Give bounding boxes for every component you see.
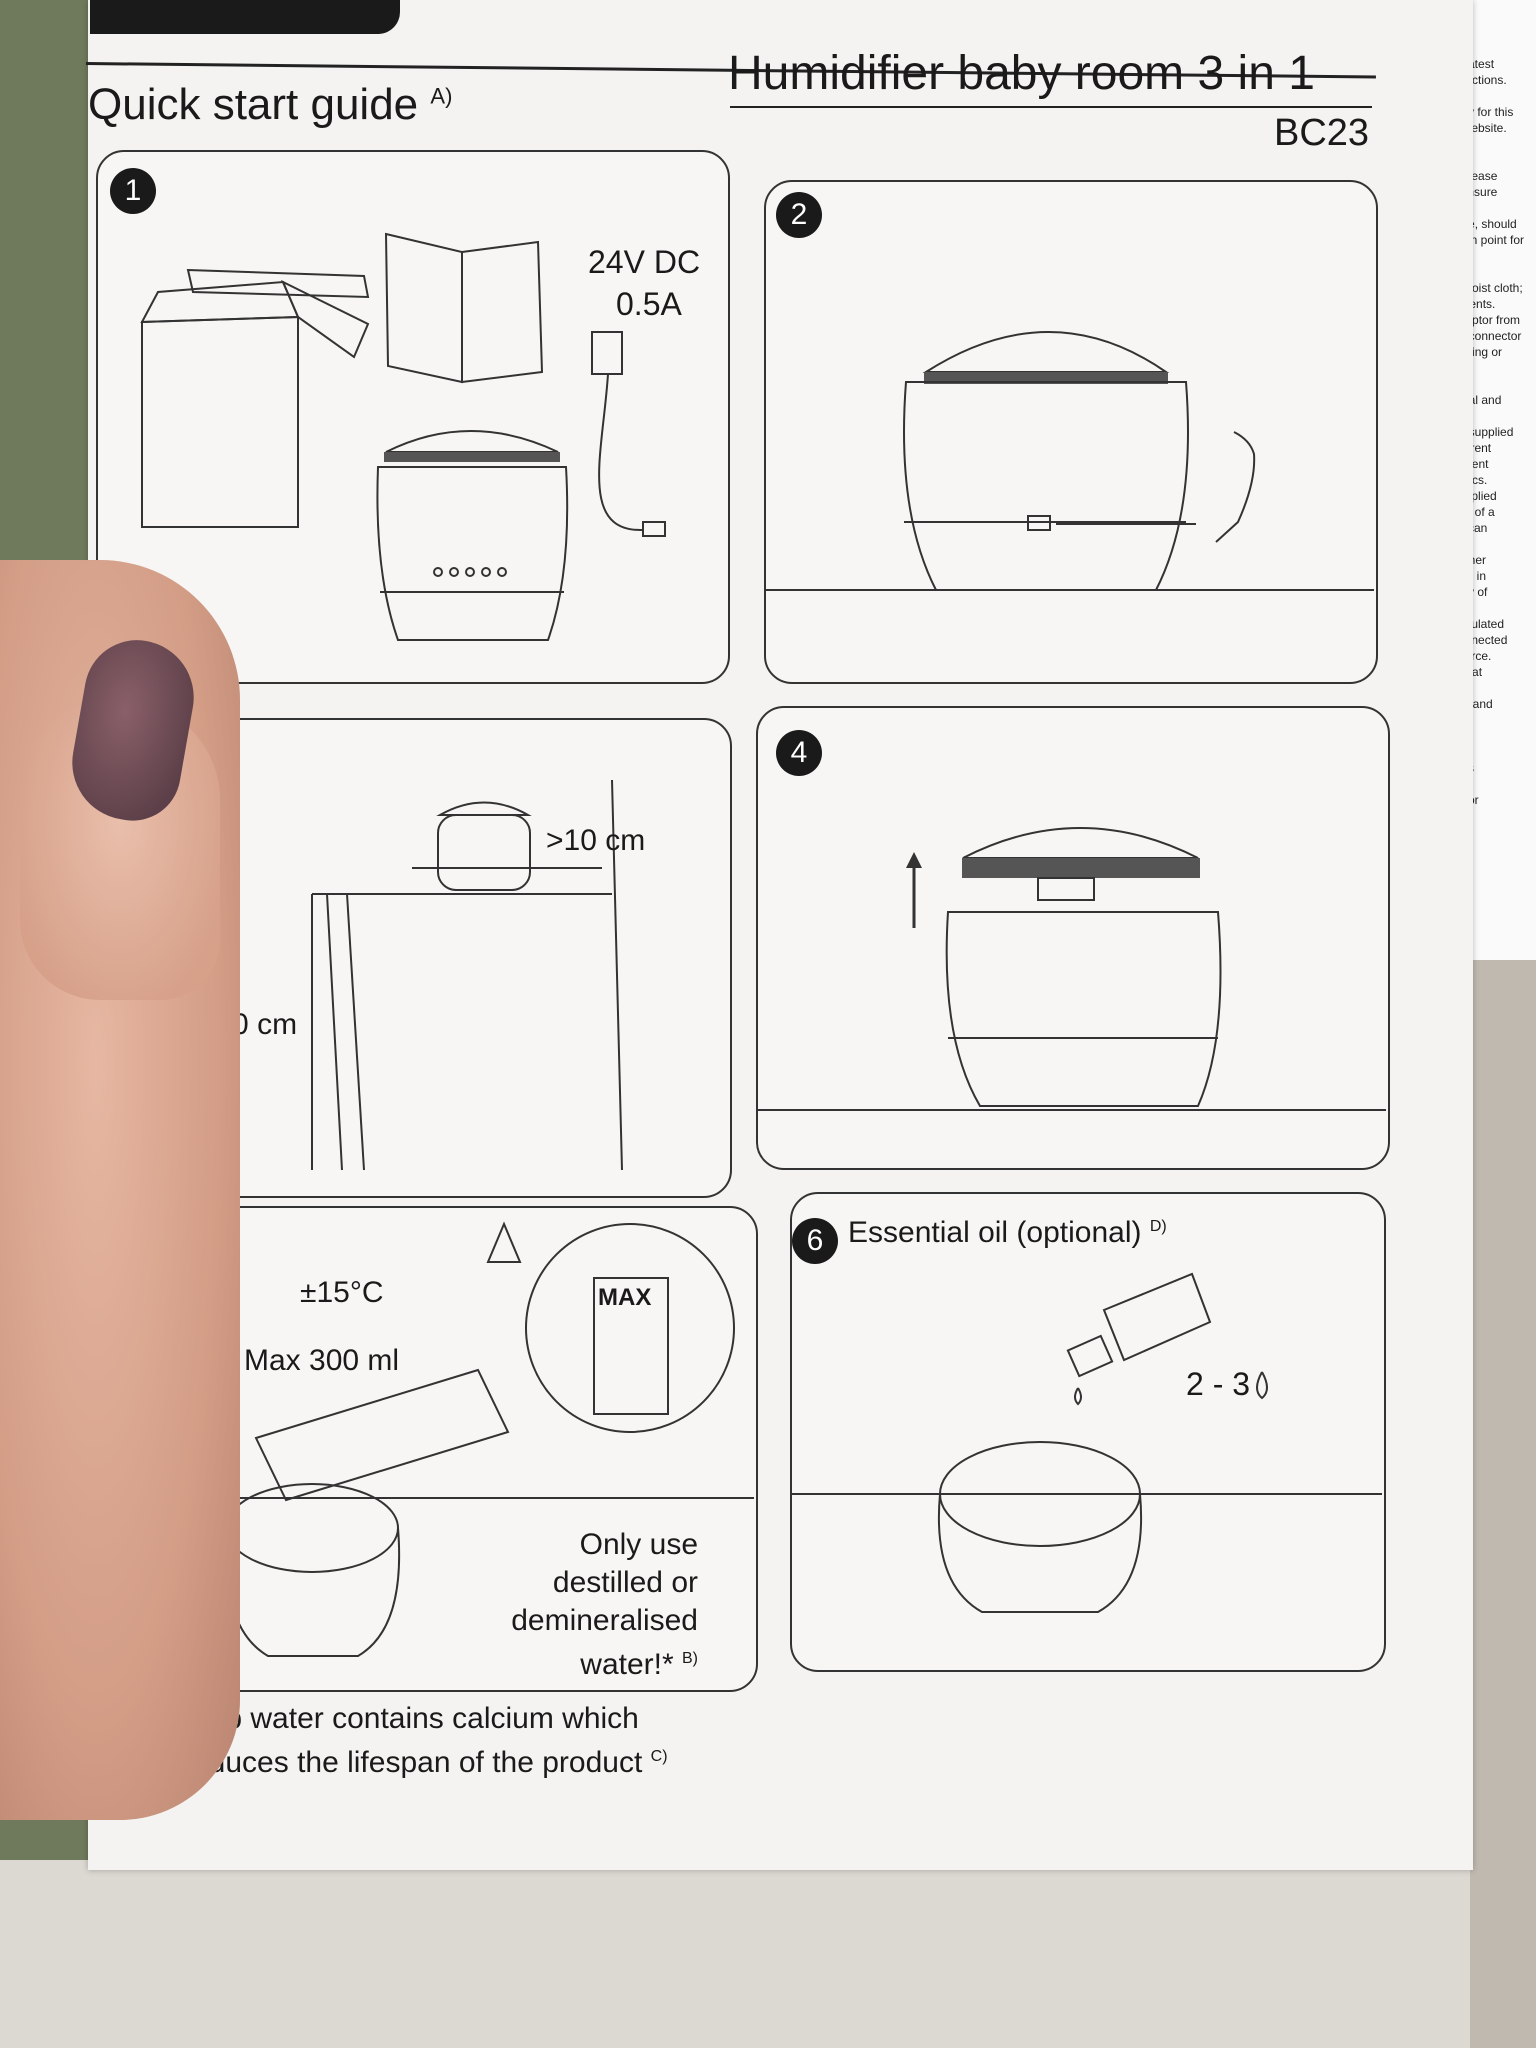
step-1-panel: 1 24V DC 0.5A [96,150,730,684]
step-6-badge: 6 [792,1218,838,1264]
step-6-illustration [792,1272,1382,1613]
power-current: 0.5A [616,286,682,322]
drop-count: 2 - 3 [1186,1366,1251,1402]
water-note-ref: B) [682,1650,698,1667]
step-4-badge: 4 [776,730,822,776]
guide-ref: A) [430,83,453,109]
step-1-illustration [140,232,666,641]
step-5-panel: 5 ±15°C Max 300 ml MAX Only use destille… [160,1206,758,1692]
step-4-illustration [758,827,1386,1111]
background-table [0,1860,1536,2048]
essential-oil-ref: D) [1149,1218,1167,1235]
title-rule [730,106,1372,108]
max-fill-label: MAX [598,1284,652,1311]
step-3-illustration [311,779,623,1171]
max-volume: Max 300 ml [244,1344,400,1377]
water-note: Only use destilled or demineralised wate… [511,1528,698,1681]
step-6-panel: 6 Essential oil (optional) D) 2 - 3 [790,1192,1386,1672]
brand-logo [90,0,400,34]
footnote-ref: C) [650,1748,668,1765]
model-number: BC23 [1274,112,1370,154]
step-4-panel: 4 [756,706,1390,1170]
water-temperature: ±15°C [300,1276,384,1309]
wall-distance: >10 cm [546,824,646,857]
step-2-panel: 2 [764,180,1378,684]
product-title: Humidifier baby room 3 in 1 [728,47,1315,100]
footnote: *Tap water contains calcium which reduce… [182,1702,668,1779]
step-2-illustration [766,331,1374,591]
power-voltage: 24V DC [588,244,701,280]
step-2-badge: 2 [776,192,822,238]
guide-title: Quick start guide A) [88,80,453,129]
essential-oil-title: Essential oil (optional) D) [848,1216,1167,1249]
step-1-badge: 1 [110,168,156,214]
